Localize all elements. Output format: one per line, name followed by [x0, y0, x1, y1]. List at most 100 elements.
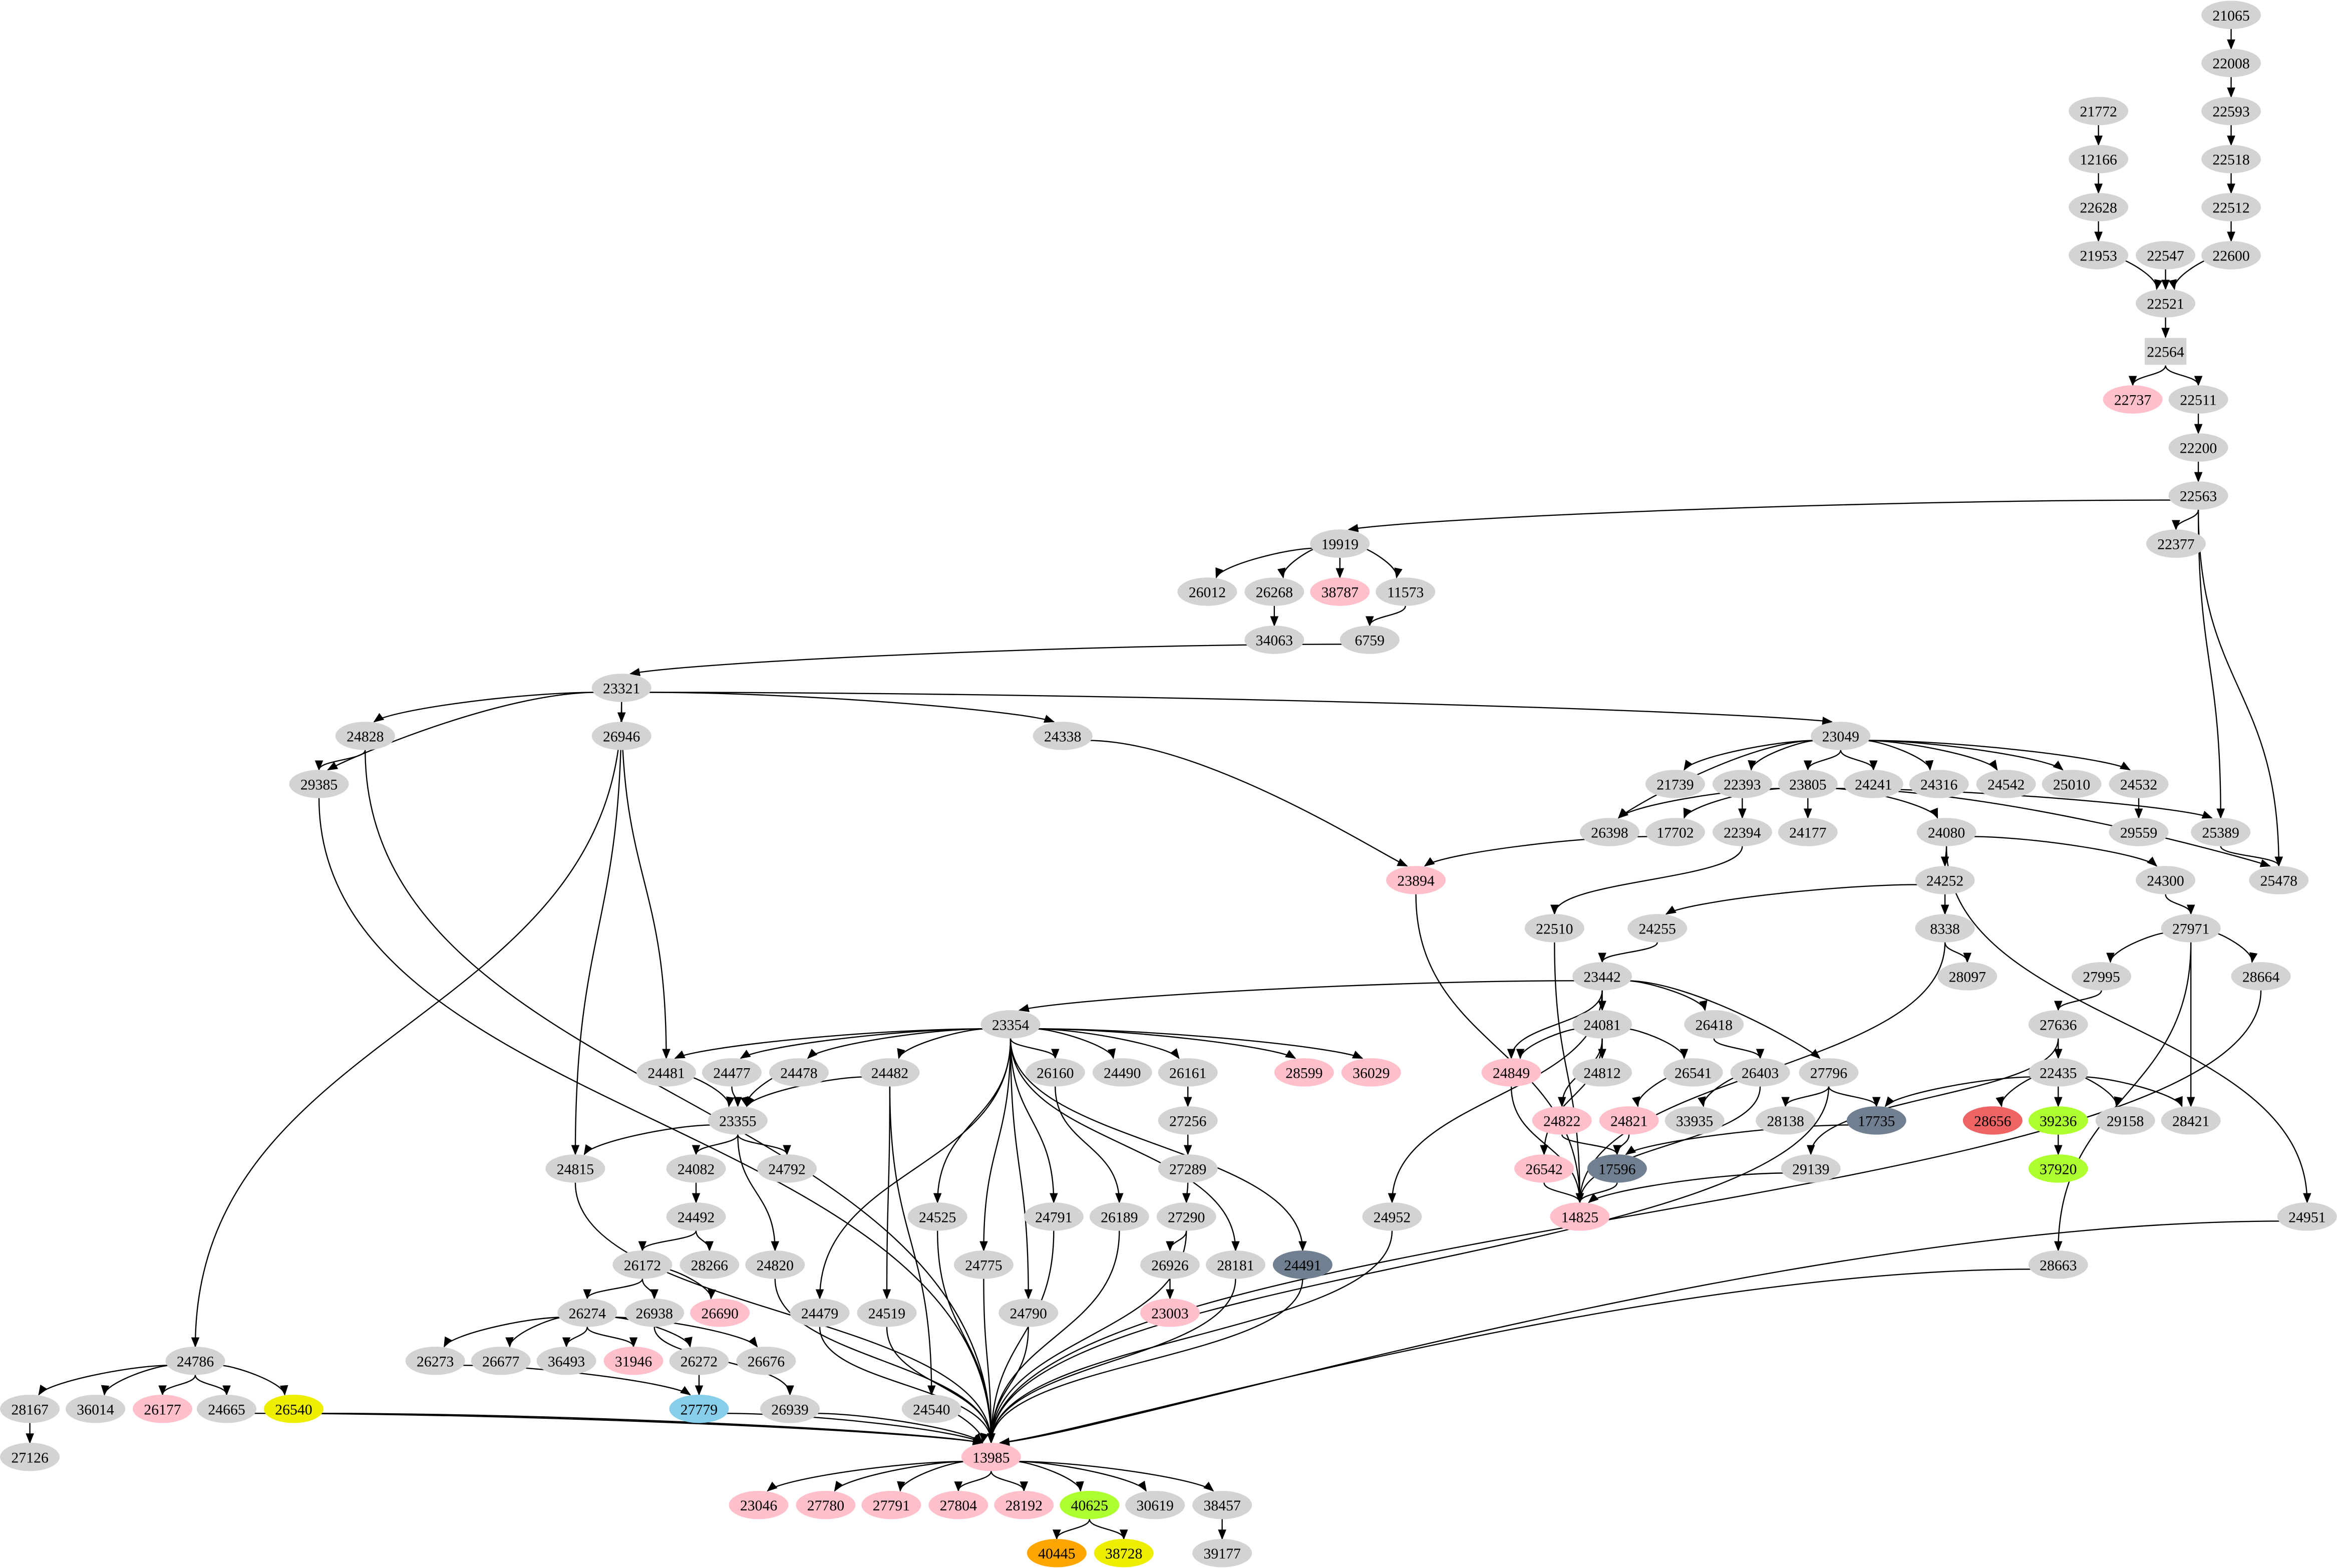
node-28663[interactable]: 28663: [2028, 1250, 2088, 1279]
node-24532[interactable]: 24532: [2109, 770, 2169, 798]
node-24177[interactable]: 24177: [1778, 818, 1838, 846]
node-23321[interactable]: 23321: [591, 674, 651, 702]
node-22377[interactable]: 22377: [2146, 529, 2206, 558]
node-27289[interactable]: 27289: [1158, 1154, 1218, 1183]
node-19919[interactable]: 19919: [1310, 529, 1370, 558]
node-33935[interactable]: 33935: [1664, 1106, 1725, 1135]
node-24815[interactable]: 24815: [545, 1154, 605, 1183]
node-22563[interactable]: 22563: [2168, 481, 2228, 510]
node-28192[interactable]: 28192: [994, 1490, 1054, 1519]
node-23046[interactable]: 23046: [729, 1490, 789, 1519]
node-26272[interactable]: 26272: [669, 1347, 729, 1375]
node-37920[interactable]: 37920: [2028, 1154, 2088, 1183]
node-22512[interactable]: 22512: [2201, 193, 2261, 221]
node-22200[interactable]: 22200: [2168, 433, 2228, 462]
node-26677[interactable]: 26677: [471, 1347, 531, 1375]
node-26177[interactable]: 26177: [133, 1395, 193, 1423]
node-24490[interactable]: 24490: [1092, 1058, 1152, 1087]
node-24338[interactable]: 24338: [1033, 722, 1093, 750]
node-26946[interactable]: 26946: [591, 722, 651, 750]
node-36493[interactable]: 36493: [536, 1347, 596, 1375]
node-28656[interactable]: 28656: [1962, 1106, 2023, 1135]
node-29385[interactable]: 29385: [289, 770, 349, 798]
node-24790[interactable]: 24790: [998, 1299, 1059, 1327]
node-34063[interactable]: 34063: [1244, 625, 1304, 654]
node-24849[interactable]: 24849: [1481, 1058, 1541, 1087]
node-22510[interactable]: 22510: [1524, 914, 1584, 943]
node-26540[interactable]: 26540: [263, 1395, 323, 1423]
node-25478[interactable]: 25478: [2249, 866, 2309, 894]
node-6759[interactable]: 6759: [1340, 625, 1400, 654]
node-22394[interactable]: 22394: [1712, 818, 1772, 846]
node-24775[interactable]: 24775: [953, 1250, 1014, 1279]
node-21739[interactable]: 21739: [1645, 770, 1705, 798]
node-24477[interactable]: 24477: [702, 1058, 762, 1087]
node-26012[interactable]: 26012: [1177, 577, 1237, 606]
node-23354[interactable]: 23354: [980, 1010, 1041, 1039]
node-26541[interactable]: 26541: [1663, 1058, 1723, 1087]
node-24820[interactable]: 24820: [745, 1250, 805, 1279]
node-24482[interactable]: 24482: [860, 1058, 920, 1087]
node-27971[interactable]: 27971: [2161, 914, 2221, 943]
node-30619[interactable]: 30619: [1125, 1490, 1185, 1519]
node-27779[interactable]: 27779: [669, 1395, 729, 1423]
node-23442[interactable]: 23442: [1572, 962, 1632, 991]
node-26189[interactable]: 26189: [1089, 1202, 1149, 1231]
node-27780[interactable]: 27780: [796, 1490, 856, 1519]
node-24792[interactable]: 24792: [757, 1154, 817, 1183]
node-29158[interactable]: 29158: [2095, 1106, 2155, 1135]
node-24821[interactable]: 24821: [1599, 1106, 1659, 1135]
node-26690[interactable]: 26690: [690, 1299, 750, 1327]
node-22600[interactable]: 22600: [2201, 241, 2261, 269]
node-24479[interactable]: 24479: [790, 1299, 850, 1327]
node-39236[interactable]: 39236: [2028, 1106, 2088, 1135]
node-21953[interactable]: 21953: [2069, 241, 2129, 269]
node-27796[interactable]: 27796: [1799, 1058, 1859, 1087]
node-26398[interactable]: 26398: [1579, 818, 1639, 846]
node-22008[interactable]: 22008: [2201, 49, 2261, 78]
node-12166[interactable]: 12166: [2069, 145, 2129, 173]
node-17596[interactable]: 17596: [1587, 1154, 1647, 1183]
node-23355[interactable]: 23355: [708, 1106, 768, 1135]
node-22564[interactable]: 22564: [2144, 338, 2187, 365]
node-26274[interactable]: 26274: [557, 1299, 617, 1327]
node-22593[interactable]: 22593: [2201, 97, 2261, 126]
node-27995[interactable]: 27995: [2072, 962, 2132, 991]
node-24791[interactable]: 24791: [1024, 1202, 1084, 1231]
node-8338[interactable]: 8338: [1915, 914, 1975, 943]
node-27804[interactable]: 27804: [928, 1490, 988, 1519]
node-38457[interactable]: 38457: [1192, 1490, 1252, 1519]
node-22393[interactable]: 22393: [1712, 770, 1772, 798]
node-24241[interactable]: 24241: [1843, 770, 1903, 798]
node-22737[interactable]: 22737: [2103, 385, 2163, 414]
node-29139[interactable]: 29139: [1781, 1154, 1841, 1183]
node-25389[interactable]: 25389: [2191, 818, 2251, 846]
node-24478[interactable]: 24478: [769, 1058, 829, 1087]
node-24665[interactable]: 24665: [196, 1395, 257, 1423]
node-28599[interactable]: 28599: [1274, 1058, 1334, 1087]
node-23049[interactable]: 23049: [1811, 722, 1871, 750]
node-24786[interactable]: 24786: [165, 1347, 225, 1375]
node-26161[interactable]: 26161: [1158, 1058, 1218, 1087]
node-23003[interactable]: 23003: [1140, 1299, 1200, 1327]
node-21065[interactable]: 21065: [2201, 1, 2261, 30]
node-14825[interactable]: 14825: [1550, 1202, 1610, 1231]
node-38728[interactable]: 38728: [1094, 1538, 1154, 1567]
node-24952[interactable]: 24952: [1362, 1202, 1422, 1231]
node-24519[interactable]: 24519: [857, 1299, 917, 1327]
node-28138[interactable]: 28138: [1756, 1106, 1816, 1135]
node-24525[interactable]: 24525: [907, 1202, 967, 1231]
node-22521[interactable]: 22521: [2136, 289, 2196, 318]
node-31946[interactable]: 31946: [603, 1347, 663, 1375]
node-40625[interactable]: 40625: [1060, 1490, 1120, 1519]
node-24252[interactable]: 24252: [1915, 866, 1975, 894]
node-28664[interactable]: 28664: [2231, 962, 2291, 991]
node-26938[interactable]: 26938: [624, 1299, 685, 1327]
node-23894[interactable]: 23894: [1386, 866, 1446, 894]
node-22511[interactable]: 22511: [2168, 385, 2228, 414]
node-27636[interactable]: 27636: [2028, 1010, 2088, 1039]
node-26160[interactable]: 26160: [1025, 1058, 1085, 1087]
node-24492[interactable]: 24492: [666, 1202, 726, 1231]
node-26268[interactable]: 26268: [1244, 577, 1304, 606]
node-26418[interactable]: 26418: [1684, 1010, 1744, 1039]
